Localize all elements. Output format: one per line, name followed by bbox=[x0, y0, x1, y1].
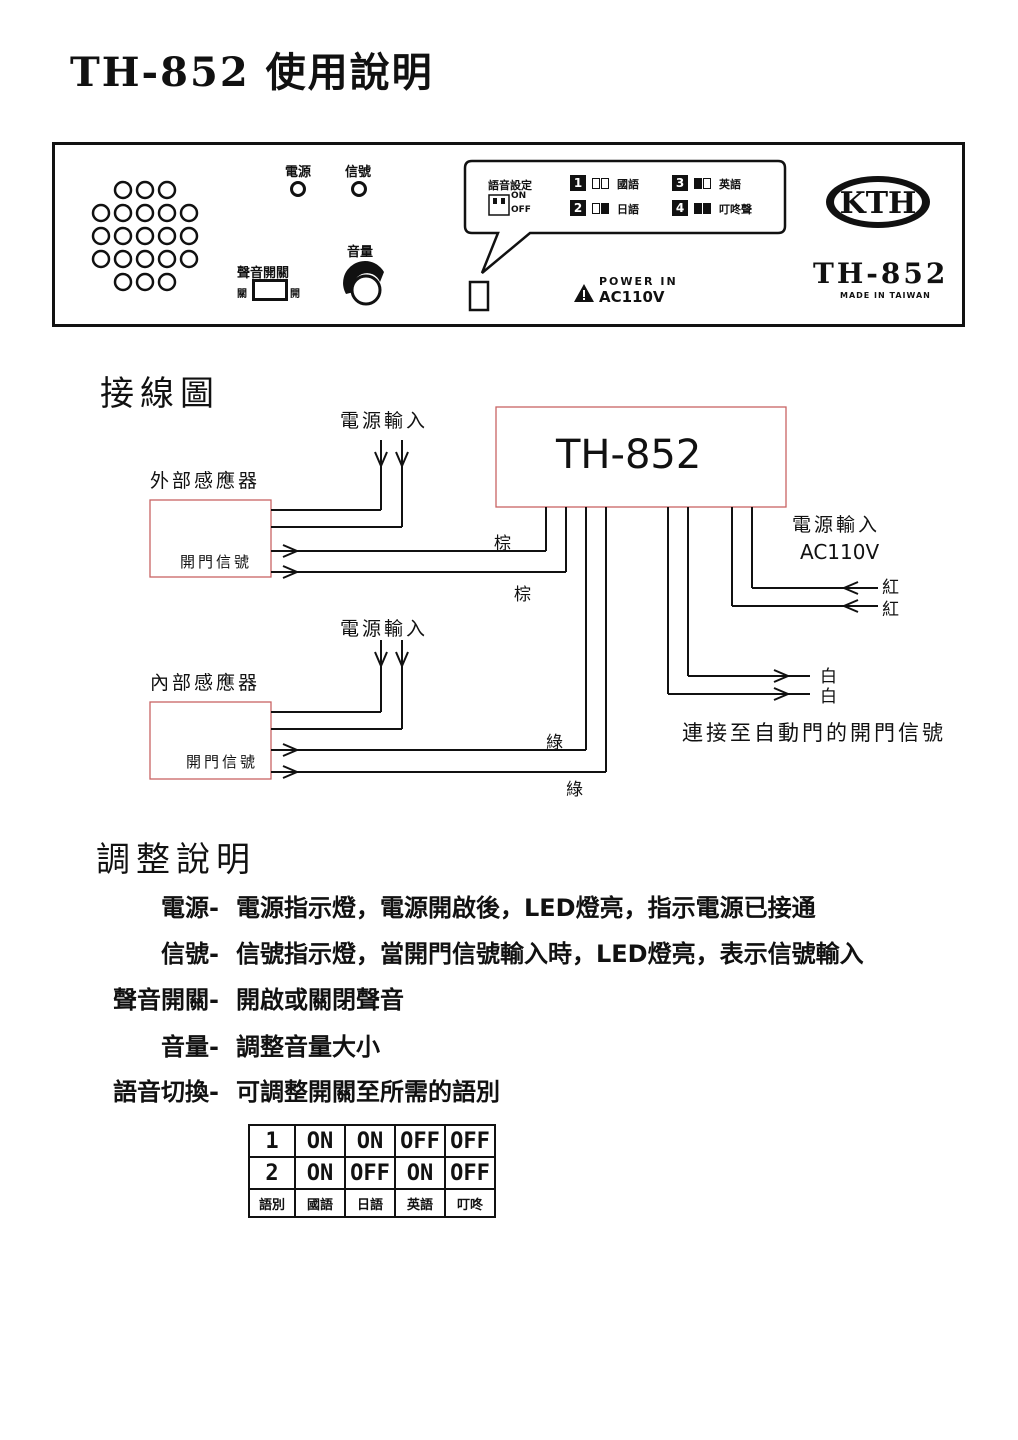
table-cell: OFF bbox=[394, 1124, 446, 1158]
sound-switch-label: 聲音開關 bbox=[237, 266, 290, 281]
mode-1-sw-b bbox=[601, 178, 609, 189]
red-wire-2-label: 紅 bbox=[882, 600, 902, 620]
table-cell: ON bbox=[294, 1156, 346, 1190]
table-cell: 1 bbox=[248, 1124, 296, 1158]
dip-switch-table: 1 ON ON OFF OFF 2 ON OFF ON OFF 語別 國語 日語… bbox=[248, 1124, 496, 1218]
svg-text:KTH: KTH bbox=[840, 186, 917, 221]
instruction-key: 信號- bbox=[161, 940, 219, 968]
mode-2-label: 日語 bbox=[617, 203, 639, 216]
mode-1-label: 國語 bbox=[617, 178, 639, 191]
external-power-input-label: 電源輸入 bbox=[340, 410, 429, 432]
instruction-text: 信號指示燈，當開門信號輸入時，LED燈亮，表示信號輸入 bbox=[236, 940, 864, 968]
volume-knob-icon[interactable] bbox=[340, 260, 392, 308]
table-cell: ON bbox=[344, 1124, 396, 1158]
table-cell: ON bbox=[294, 1124, 346, 1158]
mode-3-sw-a bbox=[694, 178, 702, 189]
table-cell: OFF bbox=[344, 1156, 396, 1190]
power-in-label: POWER IN bbox=[599, 275, 678, 288]
green-wire-1-label: 綠 bbox=[546, 733, 566, 753]
door-output-label: 連接至自動門的開門信號 bbox=[682, 721, 946, 745]
dip-switch-icon bbox=[488, 194, 510, 216]
warning-triangle-icon bbox=[574, 284, 594, 302]
internal-door-signal-label: 開門信號 bbox=[186, 753, 259, 771]
wiring-diagram bbox=[149, 406, 878, 780]
table-cell: 英語 bbox=[394, 1188, 446, 1218]
dip-on-label: ON bbox=[511, 191, 527, 201]
mode-4-sw-b bbox=[703, 203, 711, 214]
mode-2-sw-b bbox=[601, 203, 609, 214]
red-wire-1-label: 紅 bbox=[882, 578, 902, 598]
internal-power-input-label: 電源輸入 bbox=[340, 618, 429, 640]
instruction-item: 音量- 調整音量大小 bbox=[0, 1027, 1018, 1061]
mode-4-sw-a bbox=[694, 203, 702, 214]
speaker-grille-icon bbox=[91, 180, 199, 292]
external-door-signal-label: 開門信號 bbox=[180, 553, 253, 571]
instruction-item: 信號- 信號指示燈，當開門信號輸入時，LED燈亮，表示信號輸入 bbox=[0, 934, 1018, 968]
instruction-key: 音量- bbox=[161, 1033, 219, 1061]
table-cell: OFF bbox=[444, 1124, 496, 1158]
sound-off-label: 關 bbox=[237, 289, 247, 300]
mode-4-label: 叮咚聲 bbox=[719, 203, 752, 216]
voice-setting-label: 語音設定 bbox=[488, 179, 532, 192]
unit-box-label: TH-852 bbox=[556, 432, 702, 478]
mode-3-num: 3 bbox=[672, 175, 688, 191]
sound-on-label: 開 bbox=[290, 289, 300, 300]
volume-label: 音量 bbox=[347, 245, 374, 260]
front-panel: 電源 信號 聲音開關 關 開 音量 語音設定 ON OFF 1 國語 2 日語 … bbox=[52, 142, 965, 327]
panel-model: TH-852 bbox=[813, 257, 949, 290]
instruction-item: 語音切換- 可調整開關至所需的語別 bbox=[0, 1072, 1018, 1106]
table-row: 語別 國語 日語 英語 叮咚 bbox=[248, 1188, 496, 1218]
green-wire-2-label: 綠 bbox=[566, 780, 586, 800]
mode-2-num: 2 bbox=[570, 200, 586, 216]
instruction-item: 電源- 電源指示燈，電源開啟後，LED燈亮，指示電源已接通 bbox=[0, 888, 1018, 922]
instruction-text: 調整音量大小 bbox=[236, 1033, 380, 1061]
table-cell: 國語 bbox=[294, 1188, 346, 1218]
power-in-voltage: AC110V bbox=[599, 288, 665, 306]
table-cell: ON bbox=[394, 1156, 446, 1190]
white-wire-2-label: 白 bbox=[820, 687, 840, 707]
signal-led-label: 信號 bbox=[345, 165, 372, 180]
made-in-label: MADE IN TAIWAN bbox=[840, 291, 931, 300]
table-cell: 叮咚 bbox=[444, 1188, 496, 1218]
mode-3-sw-b bbox=[703, 178, 711, 189]
dip-off-label: OFF bbox=[511, 205, 531, 215]
power-led bbox=[290, 181, 306, 197]
power-led-label: 電源 bbox=[285, 165, 312, 180]
kth-logo: KTH bbox=[826, 176, 930, 228]
mode-1-sw-a bbox=[592, 178, 600, 189]
white-wire-1-label: 白 bbox=[820, 667, 840, 687]
external-sensor-label: 外部感應器 bbox=[150, 470, 261, 492]
voice-setting-bubble bbox=[463, 159, 787, 312]
page-title: TH-852 使用說明 bbox=[70, 49, 434, 96]
instruction-key: 電源- bbox=[161, 894, 219, 922]
table-cell: OFF bbox=[444, 1156, 496, 1190]
internal-sensor-label: 內部感應器 bbox=[150, 672, 261, 694]
instruction-key: 聲音開關- bbox=[113, 986, 219, 1014]
mode-3-label: 英語 bbox=[719, 178, 741, 191]
instruction-text: 可調整開關至所需的語別 bbox=[236, 1078, 500, 1106]
table-cell: 2 bbox=[248, 1156, 296, 1190]
mode-1-num: 1 bbox=[570, 175, 586, 191]
table-row: 1 ON ON OFF OFF bbox=[248, 1124, 496, 1158]
brown-wire-2-label: 棕 bbox=[514, 585, 534, 605]
signal-led bbox=[351, 181, 367, 197]
sound-switch[interactable] bbox=[252, 279, 288, 301]
main-power-voltage: AC110V bbox=[800, 540, 880, 564]
mode-2-sw-a bbox=[592, 203, 600, 214]
instruction-item: 聲音開關- 開啟或關閉聲音 bbox=[0, 980, 1018, 1014]
wiring-heading: 接線圖 bbox=[100, 374, 220, 414]
table-cell: 語別 bbox=[248, 1188, 296, 1218]
main-power-input-label: 電源輸入 bbox=[792, 514, 881, 536]
instructions-heading: 調整說明 bbox=[96, 840, 256, 880]
table-cell: 日語 bbox=[344, 1188, 396, 1218]
mode-4-num: 4 bbox=[672, 200, 688, 216]
instruction-key: 語音切換- bbox=[113, 1078, 219, 1106]
instruction-text: 電源指示燈，電源開啟後，LED燈亮，指示電源已接通 bbox=[236, 894, 816, 922]
brown-wire-1-label: 棕 bbox=[494, 534, 514, 554]
table-row: 2 ON OFF ON OFF bbox=[248, 1156, 496, 1190]
instruction-text: 開啟或關閉聲音 bbox=[236, 986, 404, 1014]
